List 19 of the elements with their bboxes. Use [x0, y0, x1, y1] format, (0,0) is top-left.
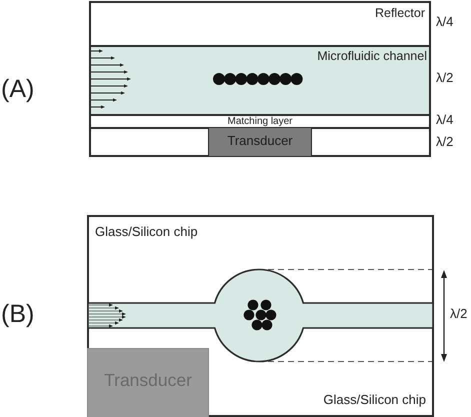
chip-label: Glass/Silicon chip [323, 393, 426, 408]
glass-silicon-chip [87, 215, 434, 417]
layer-label: Microfluidic channel [317, 50, 427, 64]
layer-label: Matching layer [227, 116, 293, 127]
panel-label: (A) [1, 76, 34, 104]
wavelength-label: λ/2 [436, 71, 454, 86]
chip-label: Glass/Silicon chip [95, 225, 198, 240]
base-layer [89, 127, 431, 157]
panel-label: (B) [1, 301, 34, 328]
wavelength-label: λ/2 [436, 135, 454, 150]
dimension-label: λ/2 [450, 307, 468, 322]
wavelength-label: λ/4 [436, 15, 454, 30]
reflector-layer [89, 1, 431, 47]
wavelength-label: λ/4 [436, 113, 454, 128]
transducer [87, 348, 209, 417]
transducer-label: Transducer [227, 134, 293, 148]
layer-label: Reflector [374, 7, 425, 21]
microfluidic-channel [89, 45, 431, 116]
transducer [208, 127, 312, 157]
